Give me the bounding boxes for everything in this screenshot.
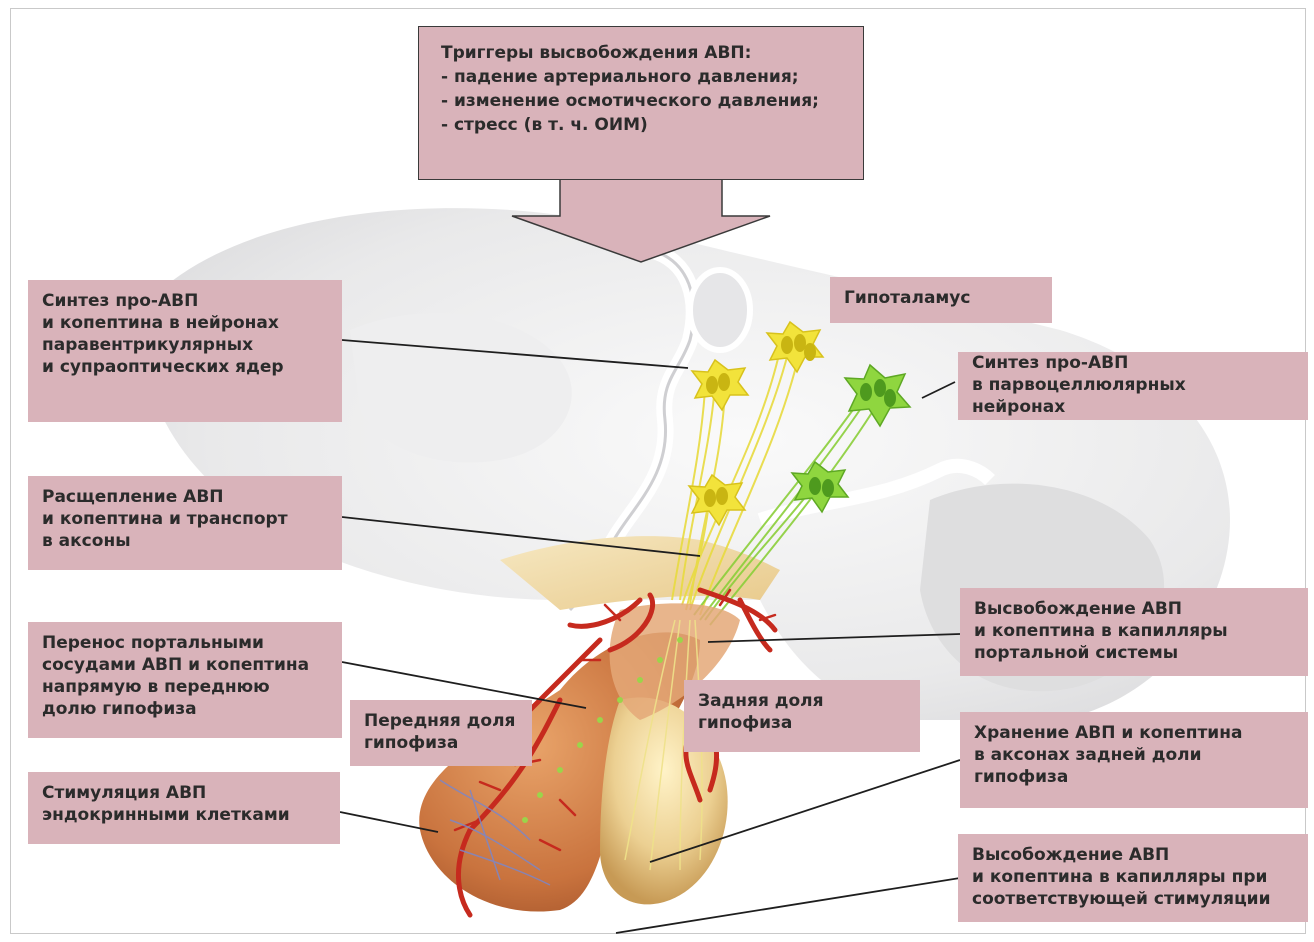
label-anterior-lobe: Передняя доля гипофиза [350, 700, 532, 766]
triggers-box: Триггеры высвобождения АВП: - падение ар… [418, 26, 864, 180]
triggers-title: Триггеры высвобождения АВП: [441, 41, 841, 65]
label-synthesis-parvocellular: Синтез про-АВП в парвоцеллюлярных нейрон… [958, 352, 1308, 420]
label-hypothalamus: Гипоталамус [830, 277, 1052, 323]
label-release-portal: Высвобождение АВП и копептина в капилляр… [960, 588, 1308, 676]
label-release-stimulation: Высобождение АВП и копептина в капилляры… [958, 834, 1308, 922]
trigger-item-pressure: - падение артериального давления; [441, 65, 841, 89]
trigger-item-stress: - стресс (в т. ч. ОИМ) [441, 113, 841, 137]
label-stimulation: Стимуляция АВП эндокринными клетками [28, 772, 340, 844]
label-cleavage-transport: Расщепление АВП и копептина и транспорт … [28, 476, 342, 570]
label-posterior-lobe: Задняя доля гипофиза [684, 680, 920, 752]
label-portal-transfer: Перенос портальными сосудами АВП и копеп… [28, 622, 342, 738]
label-storage: Хранение АВП и копептина в аксонах задне… [960, 712, 1308, 808]
label-synthesis-paraventricular: Синтез про-АВП и копептина в нейронах па… [28, 280, 342, 422]
trigger-item-osmotic: - изменение осмотического давления; [441, 89, 841, 113]
